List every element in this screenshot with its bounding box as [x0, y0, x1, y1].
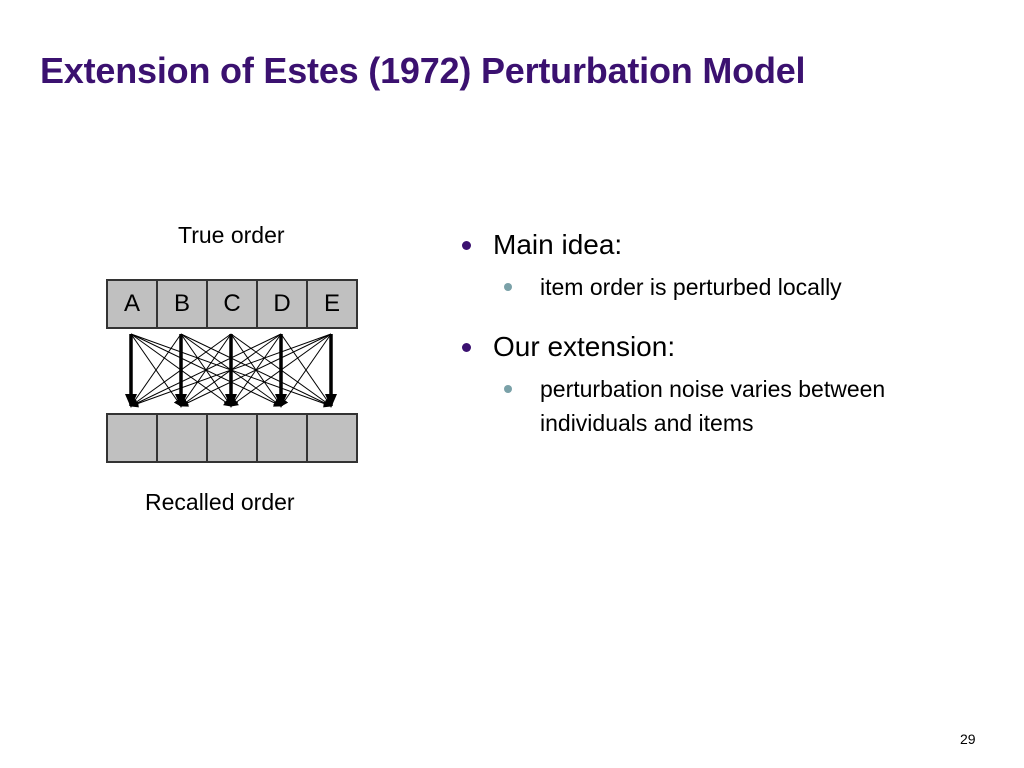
slide-title: Extension of Estes (1972) Perturbation M… [40, 50, 806, 91]
bullet-main-idea: Main idea: item order is perturbed local… [462, 228, 940, 304]
sub-bullet-dot-icon [504, 385, 512, 393]
sub-bullet: item order is perturbed locally [504, 270, 940, 304]
recalled-order-box-1 [108, 415, 158, 461]
arrow-5-to-3 [230, 333, 332, 407]
perturbation-arrows [125, 333, 337, 408]
page-number: 29 [960, 731, 976, 747]
bullet-our-extension: Our extension: perturbation noise varies… [462, 330, 940, 440]
bullet-list: Main idea: item order is perturbed local… [462, 228, 940, 466]
true-order-box-e: E [308, 281, 358, 327]
sub-bullet: perturbation noise varies between indivi… [504, 372, 940, 440]
true-order-box-c: C [208, 281, 258, 327]
recalled-order-label: Recalled order [145, 489, 295, 515]
recalled-order-box-3 [208, 415, 258, 461]
true-order-label: True order [178, 222, 285, 248]
arrow-3-to-1 [130, 333, 232, 407]
recalled-order-row [106, 413, 358, 463]
recalled-order-box-2 [158, 415, 208, 461]
bullet-text: Our extension: [493, 331, 676, 362]
sub-bullet-dot-icon [504, 283, 512, 291]
arrow-5-to-2 [180, 333, 332, 407]
arrow-2-to-1 [130, 333, 182, 407]
sub-bullet-text: perturbation noise varies between indivi… [540, 376, 886, 436]
true-order-box-a: A [108, 281, 158, 327]
arrow-5-to-1 [130, 333, 332, 408]
arrow-4-to-1 [130, 333, 282, 407]
bullet-dot-icon [462, 343, 471, 352]
bullet-level1: Main idea: [462, 228, 940, 262]
bullet-text: Main idea: [493, 229, 623, 260]
bullet-dot-icon [462, 241, 471, 250]
recalled-order-box-4 [258, 415, 308, 461]
bullet-level1: Our extension: [462, 330, 940, 364]
true-order-row: A B C D E [106, 279, 358, 329]
recalled-order-box-5 [308, 415, 358, 461]
arrow-5-to-4 [280, 333, 332, 407]
true-order-box-d: D [258, 281, 308, 327]
true-order-box-b: B [158, 281, 208, 327]
sub-bullet-text: item order is perturbed locally [540, 274, 842, 300]
